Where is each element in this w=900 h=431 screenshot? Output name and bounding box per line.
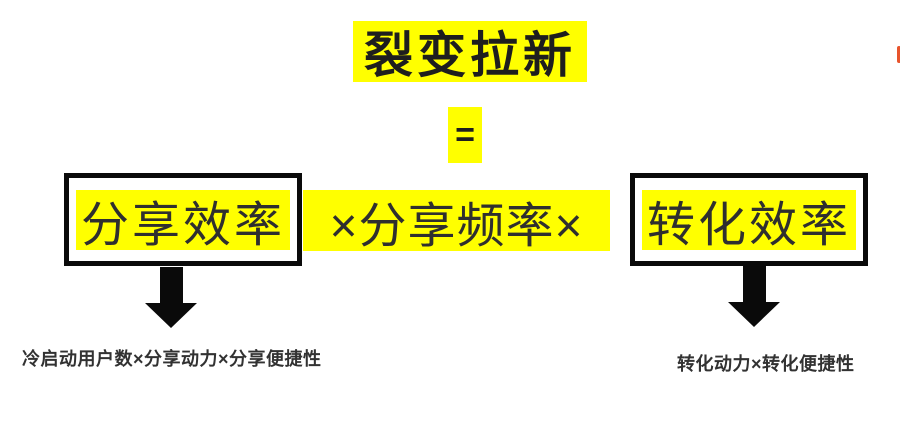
- equals-sign: =: [448, 107, 482, 163]
- red-edge-mark: [897, 46, 900, 63]
- share-breakdown-label: 冷启动用户数×分享动力×分享便捷性: [22, 349, 322, 369]
- conversion-efficiency-box: 转化效率: [630, 173, 868, 266]
- page-title: 裂变拉新: [363, 29, 576, 83]
- share-efficiency-term: 分享效率: [75, 189, 290, 252]
- arrow-stem: [742, 266, 766, 302]
- down-arrow-icon: [145, 267, 197, 328]
- conversion-breakdown-label: 转化动力×转化便捷性: [677, 354, 855, 374]
- share-frequency-term: ×分享频率×: [303, 190, 610, 253]
- arrow-stem: [159, 267, 183, 303]
- share-efficiency-box: 分享效率: [64, 173, 302, 266]
- conversion-efficiency-term: 转化效率: [641, 189, 856, 252]
- title-highlight: 裂变拉新: [353, 21, 587, 83]
- equals-text: =: [455, 115, 475, 154]
- arrow-head: [145, 303, 197, 328]
- arrow-head: [728, 302, 780, 327]
- down-arrow-icon: [728, 266, 780, 327]
